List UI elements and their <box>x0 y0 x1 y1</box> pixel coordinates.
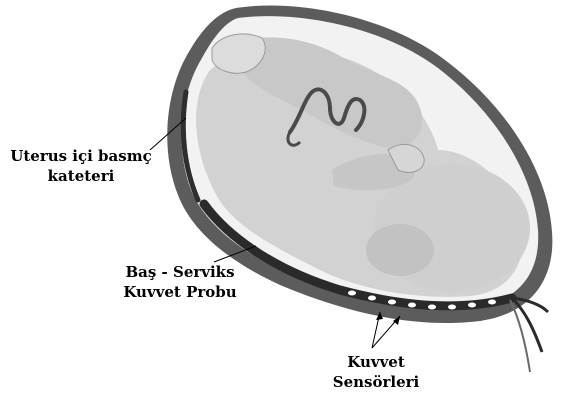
label-force-sensors-line2: Sensörleri <box>318 372 434 392</box>
label-uterus-catheter: Uterus içi basmç kateteri <box>2 146 160 186</box>
label-uterus-catheter-line1: Uterus içi basmç <box>2 146 160 166</box>
force-sensor-dot <box>428 305 436 310</box>
force-sensor-dot <box>448 305 456 310</box>
label-force-sensors-line1: Kuvvet <box>318 352 434 372</box>
label-uterus-catheter-line2: kateteri <box>2 166 160 186</box>
force-sensor-dot <box>348 291 356 296</box>
fetus-head-shadow <box>366 224 434 276</box>
force-sensor-dot <box>388 300 396 305</box>
force-sensor-dot <box>488 300 496 305</box>
label-head-cervix-probe-line1: Baş - Serviks <box>100 262 260 282</box>
force-sensor-dot <box>468 303 476 308</box>
force-sensor-dot <box>408 303 416 308</box>
label-head-cervix-probe-line2: Kuvvet Probu <box>100 282 260 302</box>
label-head-cervix-probe: Baş - Serviks Kuvvet Probu <box>100 262 260 302</box>
label-force-sensors: Kuvvet Sensörleri <box>318 352 434 392</box>
force-sensor-dot <box>368 296 376 301</box>
